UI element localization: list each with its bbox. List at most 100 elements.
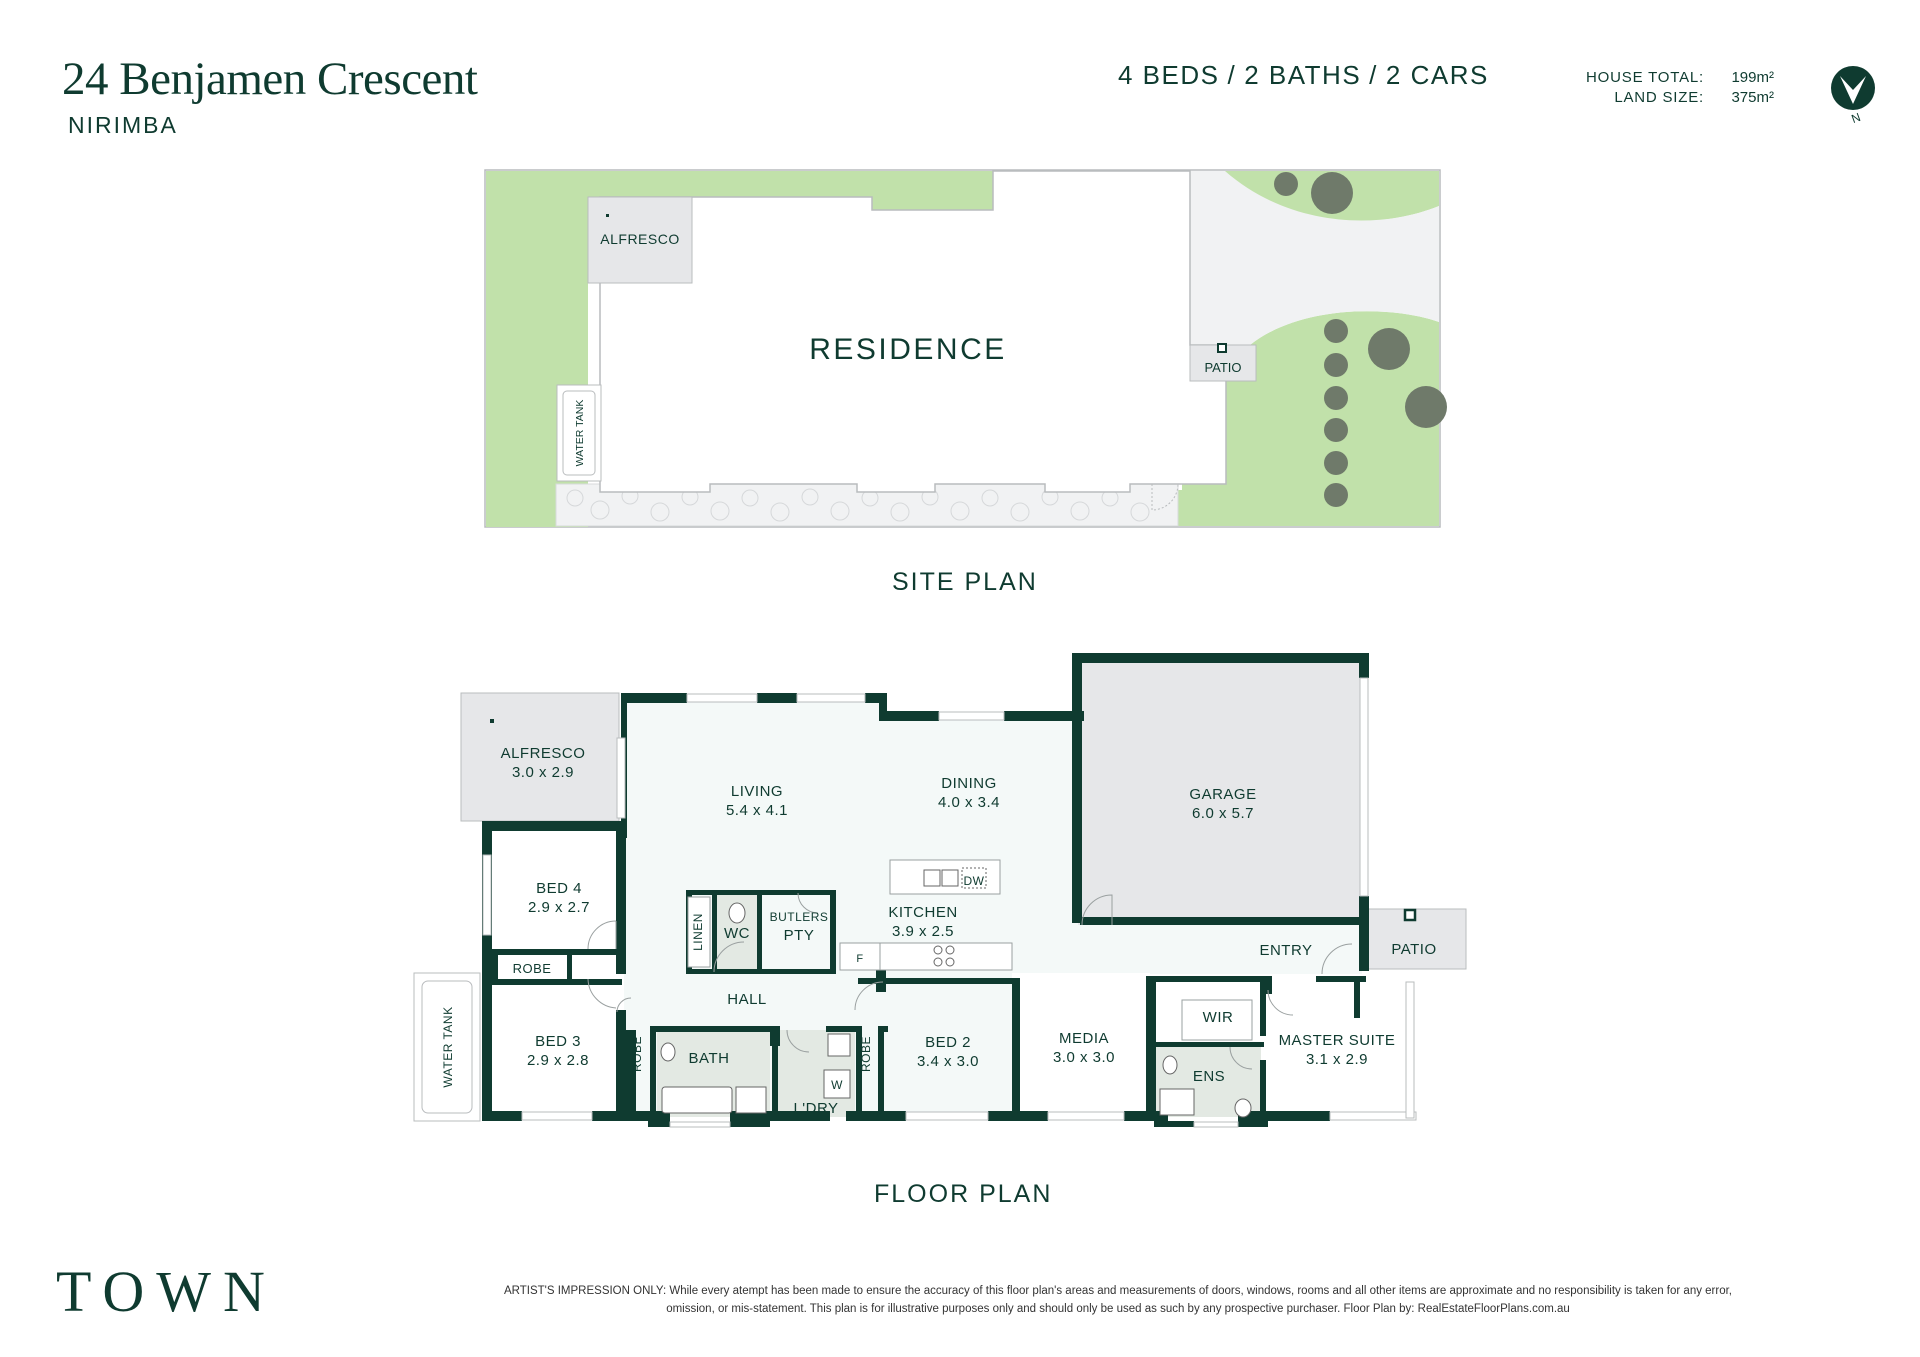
tree-icon: [1324, 418, 1348, 442]
linen-cupboard: [687, 896, 711, 968]
tree-icon: [1368, 328, 1410, 370]
spec-separator: /: [1369, 60, 1378, 90]
ensuite-toilet-icon: [1234, 1098, 1252, 1118]
alfresco-name: ALFRESCO: [501, 745, 586, 762]
area-stats: HOUSE TOTAL: 199m² LAND SIZE: 375m²: [1558, 68, 1774, 108]
living-name: LIVING: [731, 783, 783, 800]
alfresco-size: 3.0 x 2.9: [512, 764, 574, 781]
property-title: 24 Benjamen Crescent: [62, 53, 478, 105]
minor-labels: ROBE ROBE ROBE LINEN WC BUTLERS PTY HALL…: [441, 874, 1436, 1117]
site-plan: ALFRESCO PATIO WATER TANK RESIDENCE: [484, 169, 1447, 528]
bed2-name: BED 2: [925, 1034, 971, 1051]
hall-label: HALL: [727, 991, 767, 1008]
robe-label: ROBE: [513, 961, 552, 976]
basin-icon: [660, 1042, 676, 1062]
bed3-name: BED 3: [535, 1033, 581, 1050]
ens-label: ENS: [1193, 1068, 1225, 1085]
sink-icon: [923, 869, 941, 887]
washer-label: W: [831, 1078, 843, 1092]
site-alfresco-label: ALFRESCO: [600, 231, 679, 247]
shower-icon: [735, 1086, 767, 1114]
compass-label: N: [1850, 110, 1863, 126]
wir-label: WIR: [1203, 1009, 1234, 1026]
wc-label: WC: [724, 925, 750, 942]
media-size: 3.0 x 3.0: [1053, 1049, 1115, 1066]
alfresco-area: [460, 692, 620, 822]
tree-icon: [1274, 172, 1298, 196]
rear-lawn: [486, 171, 993, 527]
cars-count: 2 CARS: [1385, 60, 1489, 90]
tree-icon: [1324, 353, 1348, 377]
house-total-value: 199m²: [1731, 69, 1774, 86]
bath-label: BATH: [689, 1050, 730, 1067]
laundry-tub-icon: [827, 1033, 851, 1057]
windows: [482, 677, 1417, 1128]
town-logo: TOWN: [56, 1259, 277, 1324]
trees: [1274, 172, 1447, 507]
room-labels: ALFRESCO 3.0 x 2.9 LIVING 5.4 x 4.1 DINI…: [501, 745, 1396, 1070]
wir-shelf: [1181, 999, 1253, 1041]
toilet-icon: [728, 902, 746, 924]
compass-north-icon: N: [1831, 66, 1875, 126]
site-patio-label: PATIO: [1204, 360, 1241, 375]
front-lawn-bottom: [1178, 311, 1439, 526]
site-water-tank-label: WATER TANK: [574, 400, 586, 467]
driveway: [1190, 171, 1439, 345]
robe-label: ROBE: [630, 1036, 644, 1072]
bed4-name: BED 4: [536, 880, 582, 897]
floor-plan-title: FLOOR PLAN: [874, 1180, 1053, 1208]
spec-separator: /: [1227, 60, 1237, 90]
tree-icon: [1405, 386, 1447, 428]
ensuite-basin-icon: [1162, 1055, 1178, 1075]
patio-label: PATIO: [1391, 941, 1436, 958]
water-tank-label: WATER TANK: [441, 1006, 455, 1087]
baths-count: 2 BATHS: [1244, 60, 1362, 90]
residence-footprint: [599, 170, 1227, 493]
land-size-value: 375m²: [1731, 89, 1774, 106]
tree-icon: [1324, 483, 1348, 507]
living-size: 5.4 x 4.1: [726, 802, 788, 819]
garage-floor: [1078, 663, 1362, 925]
master-name: MASTER SUITE: [1279, 1032, 1396, 1049]
land-size-label: LAND SIZE:: [1614, 89, 1704, 106]
beds-count: 4 BEDS: [1118, 60, 1220, 90]
bed4-size: 2.9 x 2.7: [528, 899, 590, 916]
bedroom-wing-floor: [493, 834, 624, 1117]
residence-label: RESIDENCE: [809, 333, 1007, 366]
garage-name: GARAGE: [1189, 786, 1256, 803]
kitchen-name: KITCHEN: [888, 904, 957, 921]
tree-icon: [1324, 386, 1348, 410]
kitchen-bench: [879, 942, 1013, 971]
floor-plan: ALFRESCO 3.0 x 2.9 LIVING 5.4 x 4.1 DINI…: [413, 653, 1467, 1128]
washer-icon: [823, 1069, 851, 1099]
dining-size: 4.0 x 3.4: [938, 794, 1000, 811]
garage-size: 6.0 x 5.7: [1192, 805, 1254, 822]
dishwasher-label: DW: [964, 874, 985, 888]
tree-icon: [1324, 319, 1348, 343]
media-name: MEDIA: [1059, 1030, 1109, 1047]
laundry-label: L'DRY: [793, 1100, 838, 1117]
cooktop-icon: [933, 945, 955, 967]
tree-icon: [1311, 172, 1353, 214]
butlers-label: BUTLERS: [770, 910, 829, 924]
bed2-size: 3.4 x 3.0: [917, 1053, 979, 1070]
master-size: 3.1 x 2.9: [1306, 1051, 1368, 1068]
linen-label: LINEN: [691, 913, 705, 951]
disclaimer-text: ARTIST'S IMPRESSION ONLY: While every at…: [503, 1285, 1732, 1315]
sink-icon: [941, 869, 959, 887]
site-plan-title: SITE PLAN: [892, 568, 1038, 596]
pty-label: PTY: [784, 927, 815, 944]
door-swings: [587, 892, 1353, 1070]
ensuite-shower-icon: [1159, 1088, 1195, 1116]
tree-icon: [1324, 451, 1348, 475]
kitchen-size: 3.9 x 2.5: [892, 923, 954, 940]
floor-area: [624, 697, 1362, 1117]
property-specs: 4 BEDS/2 BATHS/2 CARS: [1118, 60, 1489, 91]
dining-name: DINING: [941, 775, 997, 792]
entry-label: ENTRY: [1259, 942, 1312, 959]
house-total-label: HOUSE TOTAL:: [1586, 69, 1704, 86]
robe-label: ROBE: [859, 1036, 873, 1072]
bathtub-icon: [661, 1086, 733, 1114]
walls: [482, 653, 1369, 1127]
dishwasher: [961, 867, 987, 889]
